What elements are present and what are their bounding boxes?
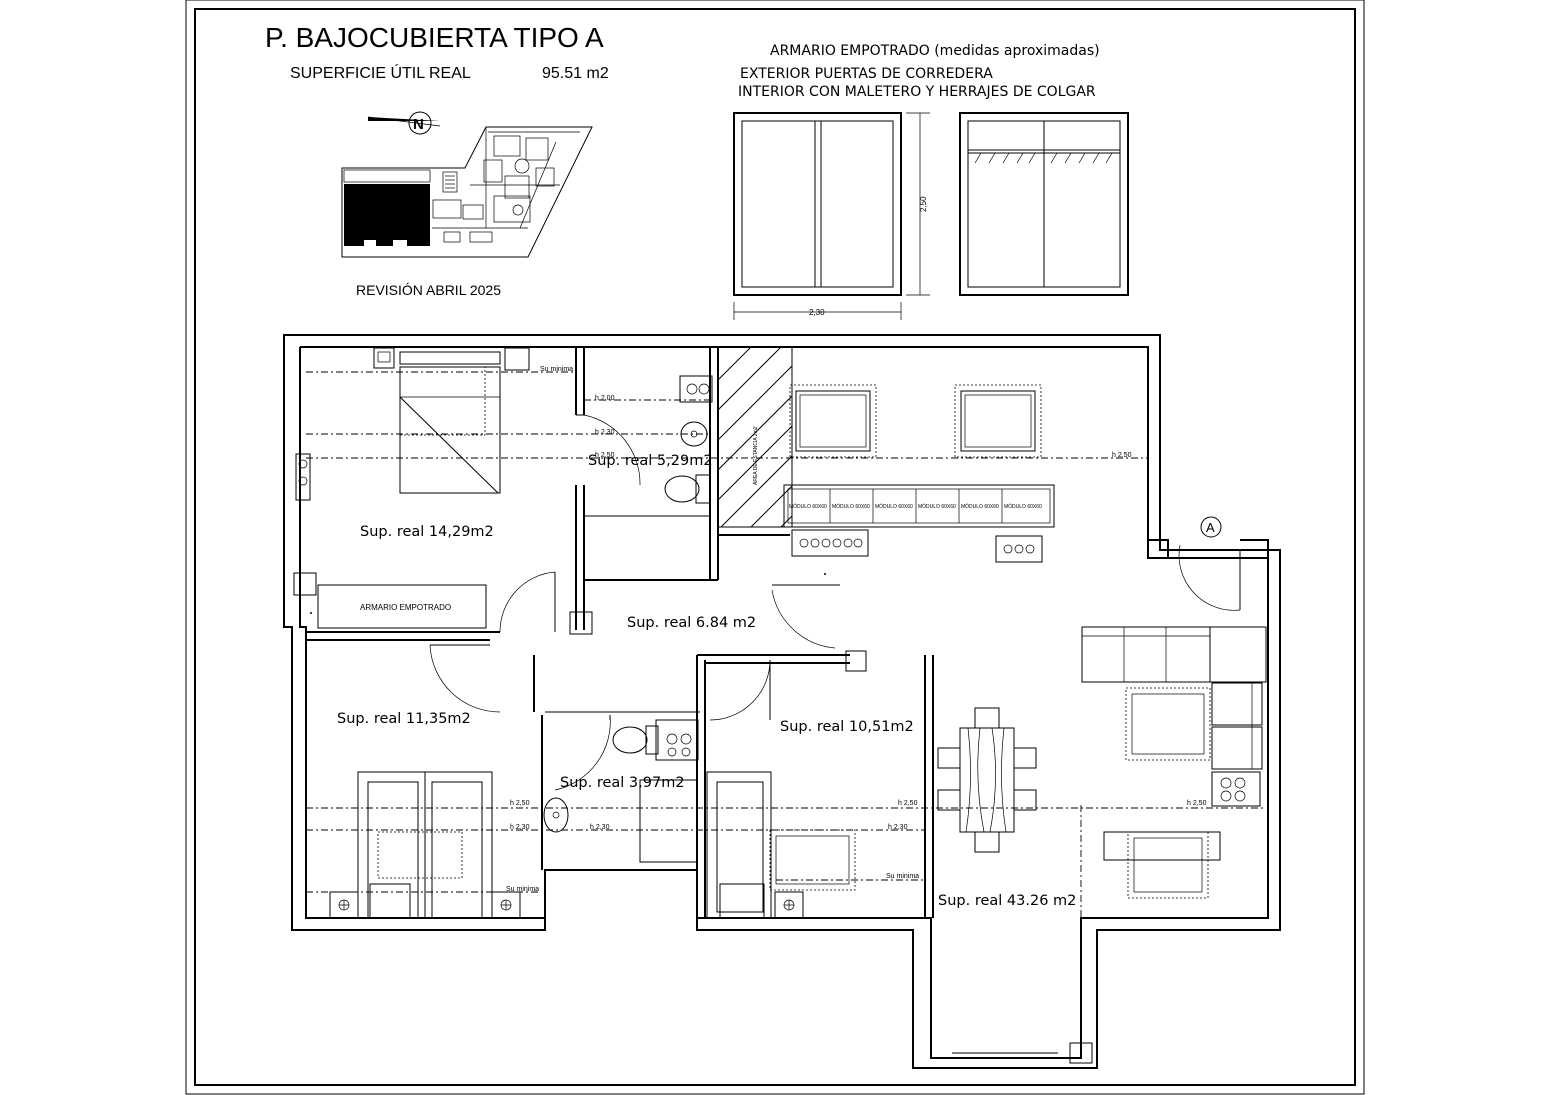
north-arrow-icon: N: [367, 111, 441, 135]
wardrobe-note-line3: INTERIOR CON MALETERO Y HERRAJES DE COLG…: [738, 84, 1096, 100]
room-area-hall: Sup. real 6.84 m2: [627, 615, 756, 631]
su-minima-1: Su minima: [540, 366, 573, 373]
h-250-bath1: h 2,50: [595, 452, 615, 459]
skylight-1: [789, 384, 877, 458]
modulo-5: MÓDULO 60X60: [961, 503, 999, 510]
modulo-6: MÓDULO 60X60: [1004, 503, 1042, 510]
room-area-bath2: Sup. real 3,97m2: [560, 775, 685, 791]
h-200: h 2,00: [595, 395, 615, 402]
h-250-bed3: h 2,50: [898, 800, 918, 807]
sheet-border-outer: [185, 0, 1365, 1095]
wardrobe-note-line2: EXTERIOR PUERTAS DE CORREDERA: [740, 66, 993, 82]
room-area-bedroom1: Sup. real 14,29m2: [360, 524, 494, 540]
surface-label: SUPERFICIE ÚTIL REAL: [290, 63, 471, 82]
modulo-3: MÓDULO 60X60: [875, 503, 913, 510]
wardrobe-width-dim: 2,30: [809, 308, 825, 317]
h-230-bed3: h 2,30: [888, 824, 908, 831]
room-area-bath1: Sup. real 5,29m2: [588, 453, 713, 469]
revision-note: REVISIÓN ABRIL 2025: [356, 282, 501, 298]
wardrobe-note-line1: ARMARIO EMPOTRADO (medidas aproximadas): [770, 43, 1100, 59]
armario-label: ARMARIO EMPOTRADO: [360, 603, 451, 612]
sheet-border-inner: [194, 8, 1356, 1086]
skylight-2: [954, 384, 1042, 458]
modulo-4: MÓDULO 60X60: [918, 503, 956, 510]
h-250-bed2: h 2,50: [510, 800, 530, 807]
room-area-bedroom3: Sup. real 10,51m2: [780, 719, 914, 735]
key-plan: [341, 126, 593, 258]
room-area-living: Sup. real 43.26 m2: [938, 893, 1076, 909]
hatched-shaft: ÁREA DE ESTANCIA 2m2: [717, 346, 793, 528]
wardrobe-interior-elevation: [959, 112, 1129, 296]
h-230-bath2: h 2,30: [590, 824, 610, 831]
svg-text:N: N: [413, 116, 424, 133]
su-minima-3: Su minima: [886, 873, 919, 880]
sofa: [1081, 626, 1267, 770]
h-250-living-top: h 2,50: [1112, 452, 1132, 459]
area-label: ÁREA DE ESTANCIA 2m2: [752, 426, 759, 485]
wardrobe-height-dim: 2,50: [919, 196, 928, 212]
su-minima-2: Su minima: [506, 886, 539, 893]
entry-marker-icon: [1200, 516, 1222, 538]
modulo-1: MÓDULO 60X60: [789, 503, 827, 510]
room-area-bedroom2: Sup. real 11,35m2: [337, 711, 471, 727]
page-title: P. BAJOCUBIERTA TIPO A: [265, 22, 604, 53]
dining-table: [937, 707, 1037, 853]
surface-value: 95.51 m2: [542, 65, 609, 82]
entry-marker-label: A: [1206, 520, 1215, 535]
wardrobe-exterior-elevation: 2,50 2,30: [733, 112, 930, 320]
h-250-living: h 2,50: [1187, 800, 1207, 807]
h-230-bed2: h 2,30: [510, 824, 530, 831]
h-230-bath1: h 2,30: [595, 429, 615, 436]
floor-plan: ÁREA DE ESTANCIA 2m2 MÓDULO 60X60 MÓDULO…: [283, 334, 1281, 1069]
modulo-2: MÓDULO 60X60: [832, 503, 870, 510]
